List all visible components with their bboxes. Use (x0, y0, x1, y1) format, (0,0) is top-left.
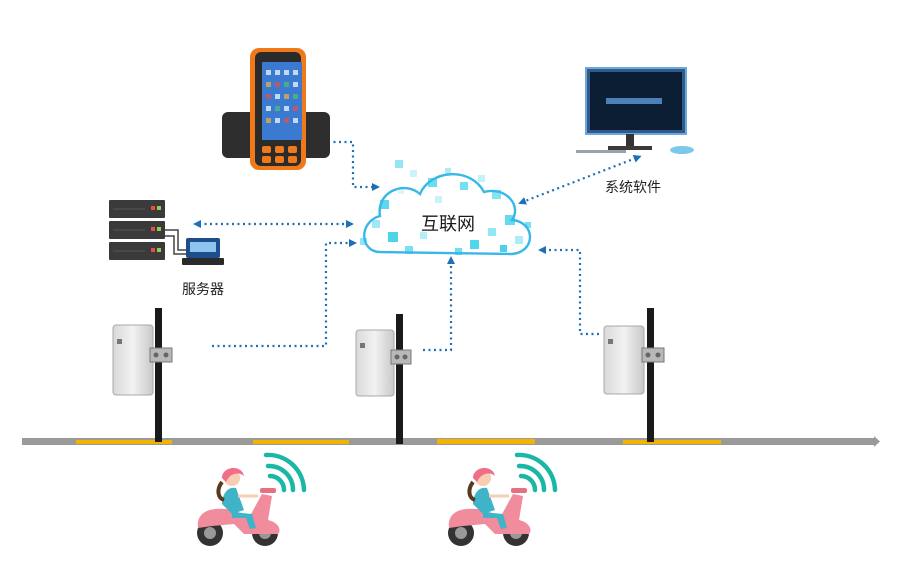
rfid-reader-antenna-icon (112, 308, 173, 442)
rfid-reader-antenna-icon (355, 314, 412, 444)
cloud-label: 互联网 (421, 214, 475, 235)
desktop-monitor-icon (576, 67, 694, 154)
link-reader3-cloud (538, 246, 599, 336)
wireless-signal-icon (263, 452, 307, 493)
scooter-rider-icon (197, 467, 280, 546)
rfid-reader-antenna-icon (603, 308, 665, 442)
server-label: 服务器 (182, 282, 224, 298)
scooter-rider-icon (448, 467, 531, 546)
road (22, 436, 880, 447)
cloud-pixel-pattern (360, 160, 531, 255)
wireless-signal-icon (514, 452, 558, 493)
software-label: 系统软件 (605, 180, 661, 196)
rugged-handheld-terminal-icon (222, 48, 330, 170)
road-markings (76, 439, 721, 444)
link-reader1-cloud (212, 239, 357, 348)
link-monitor-cloud (518, 154, 642, 205)
network-links (193, 140, 642, 352)
link-handheld-cloud (328, 140, 380, 191)
cloud-outline (363, 173, 531, 256)
server-rack-icon (109, 200, 224, 265)
link-reader2-cloud (423, 256, 455, 352)
internet-cloud (360, 160, 531, 256)
